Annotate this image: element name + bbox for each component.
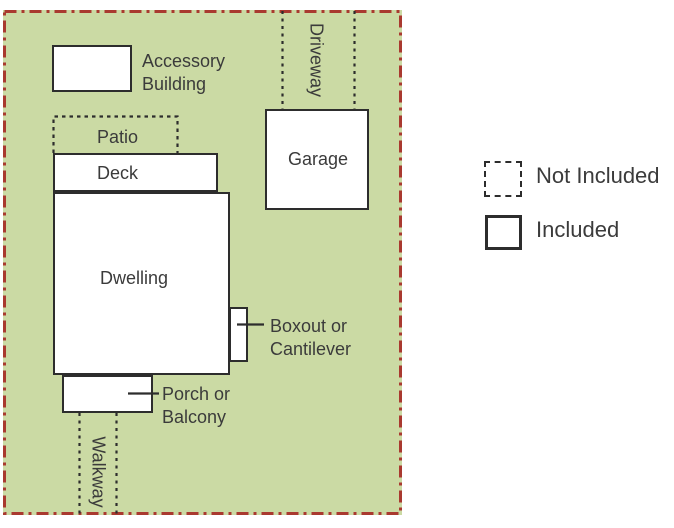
boxout-box xyxy=(229,307,248,362)
dwelling-label: Dwelling xyxy=(100,268,169,288)
boxout-label: Boxout or Cantilever xyxy=(270,315,351,361)
boxout-label-line1: Boxout or xyxy=(270,316,348,336)
porch-label: Porch or Balcony xyxy=(162,383,230,429)
legend-included-label: Included xyxy=(536,217,620,242)
patio-label: Patio xyxy=(97,127,139,147)
driveway-label: Driveway xyxy=(306,22,327,98)
garage-label: Garage xyxy=(288,149,349,169)
accessory-building-label-line2: Building xyxy=(142,74,207,94)
porch-label-line1: Porch or xyxy=(162,384,231,404)
boxout-label-line2: Cantilever xyxy=(270,339,352,359)
deck-label: Deck xyxy=(97,163,139,183)
legend-not-included-label: Not Included xyxy=(536,163,660,188)
legend-included-swatch xyxy=(485,215,522,250)
porch-label-line2: Balcony xyxy=(162,407,227,427)
accessory-building-label: Accessory Building xyxy=(142,50,225,96)
accessory-building-label-line1: Accessory xyxy=(142,51,226,71)
accessory-building-box xyxy=(52,45,132,92)
legend-not-included-swatch xyxy=(484,161,522,197)
walkway-label: Walkway xyxy=(88,436,109,508)
porch-box xyxy=(62,375,153,413)
